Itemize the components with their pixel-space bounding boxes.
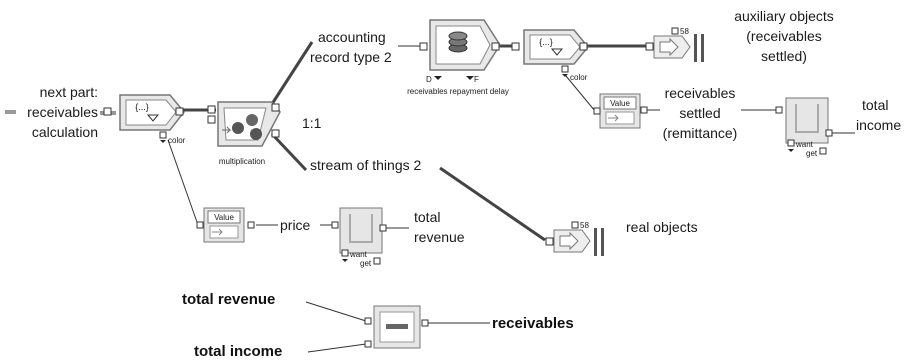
price-label: price xyxy=(280,217,311,233)
multiplication-block[interactable]: multiplication xyxy=(207,101,281,166)
get-label-2: get xyxy=(360,259,372,268)
stream-label: stream of things 2 xyxy=(310,157,421,173)
accounting-label-2: record type 2 xyxy=(310,49,392,65)
accounting-label-1: accounting xyxy=(318,29,386,45)
holding-tank-income[interactable]: want get xyxy=(775,97,833,158)
equation-block-2[interactable]: {...} color xyxy=(511,29,589,82)
bottom-receivables-label: receivables xyxy=(492,315,574,332)
get-label-1: get xyxy=(806,149,818,158)
next-part-label-3: calculation xyxy=(32,124,98,140)
bottom-total-income-label: total income xyxy=(194,343,282,360)
next-part-label-1: next part: xyxy=(40,84,98,100)
value-label-price: Value xyxy=(214,213,234,222)
equation-icon-2: {...} xyxy=(539,37,553,47)
want-label-1: want xyxy=(795,140,814,149)
settled-label-1: receivables xyxy=(665,85,736,101)
value-block-settled[interactable]: Value xyxy=(593,93,648,129)
total-revenue-label-2: revenue xyxy=(414,229,465,245)
equation-icon: {...} xyxy=(135,102,149,112)
total-income-label-2: income xyxy=(856,117,901,133)
settled-label-2: settled xyxy=(679,105,720,121)
real-objects-label: real objects xyxy=(626,219,698,235)
real-count: 58 xyxy=(580,221,589,230)
delay-d-port: D xyxy=(426,75,432,84)
total-income-label-1: total xyxy=(862,97,888,113)
repayment-delay-block[interactable]: D F receivables repayment delay xyxy=(407,19,509,96)
next-part-label-2: receivables xyxy=(27,104,98,120)
color-port-label-2: color xyxy=(570,73,588,82)
delay-f-port: F xyxy=(474,75,479,84)
aux-label-1: auxiliary objects xyxy=(734,8,834,24)
ratio-label: 1:1 xyxy=(302,115,322,131)
subtract-block[interactable] xyxy=(364,305,429,349)
value-block-price[interactable]: Value xyxy=(196,207,255,243)
want-label-2: want xyxy=(349,250,368,259)
diagram-labels: next part: receivables calculation accou… xyxy=(27,8,901,360)
equation-block-1[interactable]: {...} color xyxy=(103,94,186,145)
value-label-settled: Value xyxy=(610,99,630,108)
aux-label-3: settled) xyxy=(761,48,807,64)
aux-count: 58 xyxy=(680,27,689,36)
aux-label-2: (receivables xyxy=(746,28,821,44)
multiplication-label: multiplication xyxy=(219,157,265,166)
bottom-total-revenue-label: total revenue xyxy=(182,291,275,308)
total-revenue-label-1: total xyxy=(414,209,440,225)
color-port-label: color xyxy=(168,136,186,145)
exit-block-real-objects[interactable]: 58 xyxy=(545,221,604,256)
exit-block-auxiliary[interactable]: 58 xyxy=(645,27,704,62)
settled-label-3: (remittance) xyxy=(663,125,738,141)
delay-label: receivables repayment delay xyxy=(407,87,509,96)
holding-tank-revenue[interactable]: want get xyxy=(331,207,387,268)
